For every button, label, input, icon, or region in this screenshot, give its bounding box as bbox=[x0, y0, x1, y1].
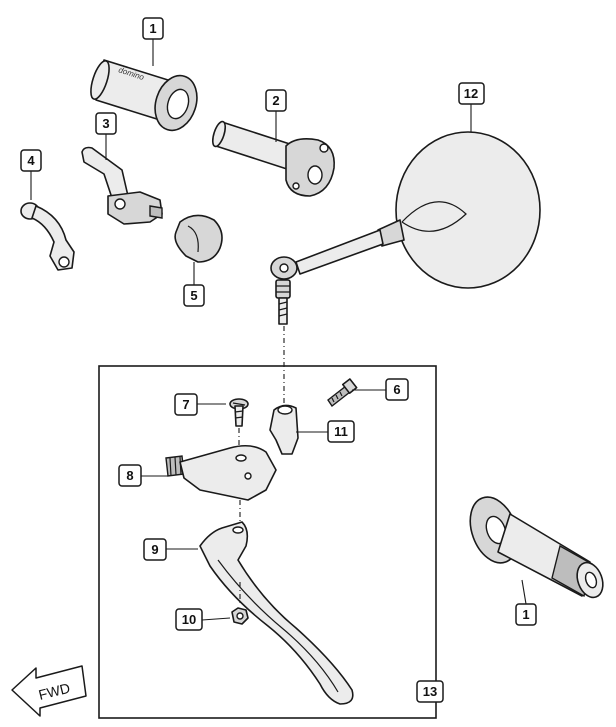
part-mirror-cap bbox=[174, 214, 223, 263]
callout-2: 2 bbox=[265, 89, 287, 112]
part-clutch-lever bbox=[199, 521, 354, 705]
fwd-arrow-icon: FWD bbox=[11, 665, 87, 717]
callout-1-bottom: 1 bbox=[515, 603, 537, 626]
part-screw bbox=[229, 398, 249, 427]
callout-13: 13 bbox=[416, 680, 444, 703]
callout-10-label: 10 bbox=[182, 612, 196, 627]
callout-10: 10 bbox=[175, 608, 203, 631]
callout-7: 7 bbox=[174, 393, 198, 416]
callout-1-bottom-label: 1 bbox=[522, 607, 529, 622]
fwd-label: FWD bbox=[37, 680, 72, 703]
part-nut bbox=[231, 607, 249, 625]
callout-12-label: 12 bbox=[464, 86, 478, 101]
part-small-lever bbox=[20, 202, 75, 271]
callout-6: 6 bbox=[385, 378, 409, 401]
part-bolt bbox=[327, 378, 358, 408]
callout-4: 4 bbox=[20, 149, 42, 172]
callout-11: 11 bbox=[327, 420, 355, 443]
leader-lines bbox=[30, 39, 527, 621]
callout-9: 9 bbox=[143, 538, 167, 561]
callout-1-top: 1 bbox=[142, 17, 164, 40]
callout-8: 8 bbox=[118, 464, 142, 487]
callout-9-label: 9 bbox=[151, 542, 158, 557]
part-grip-bottom bbox=[469, 496, 604, 599]
callout-7-label: 7 bbox=[182, 397, 189, 412]
callout-8-label: 8 bbox=[126, 468, 133, 483]
part-lever-bracket bbox=[81, 146, 163, 225]
part-mirror bbox=[270, 131, 541, 325]
callout-11-label: 11 bbox=[334, 424, 348, 439]
callout-6-label: 6 bbox=[393, 382, 400, 397]
callout-4-label: 4 bbox=[27, 153, 35, 168]
callout-5-label: 5 bbox=[190, 288, 197, 303]
part-throttle-tube bbox=[211, 120, 335, 197]
callout-5: 5 bbox=[183, 284, 205, 307]
part-mirror-mount bbox=[269, 404, 299, 455]
callout-1-top-label: 1 bbox=[149, 21, 156, 36]
callout-12: 12 bbox=[458, 82, 485, 105]
part-lever-perch bbox=[165, 444, 277, 501]
callout-13-label: 13 bbox=[423, 684, 437, 699]
kit-frame bbox=[98, 365, 437, 719]
callout-2-label: 2 bbox=[272, 93, 279, 108]
callout-3-label: 3 bbox=[102, 116, 109, 131]
callout-3: 3 bbox=[95, 112, 117, 135]
part-grip-top: domino bbox=[90, 59, 198, 132]
